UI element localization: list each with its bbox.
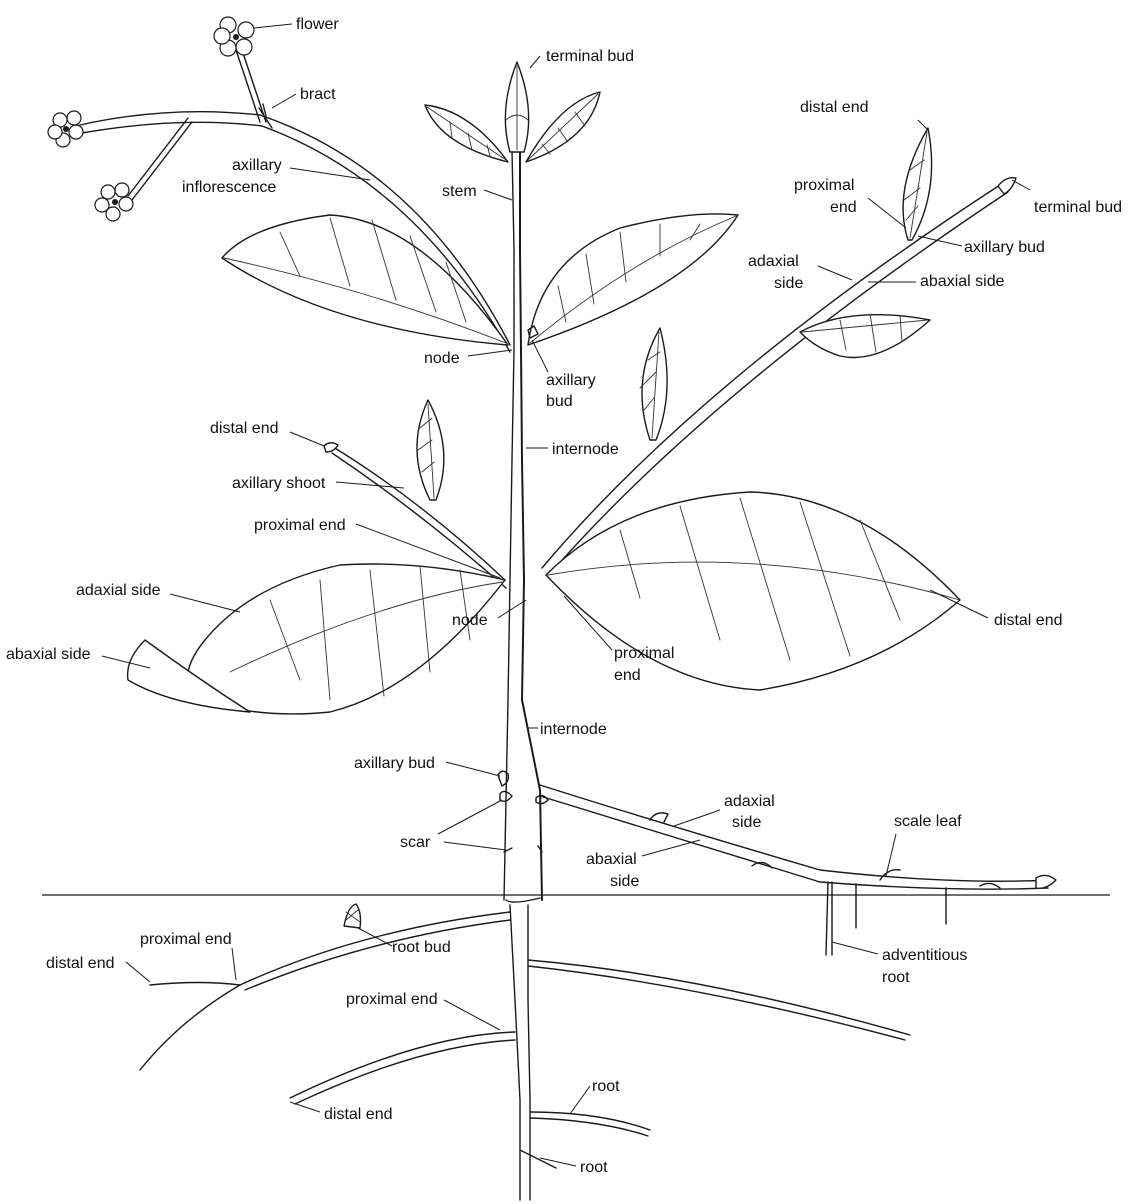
label-internode-lower: internode	[540, 721, 607, 738]
right-branch-leaf-low	[640, 328, 667, 440]
top-leaf-right	[526, 92, 600, 162]
right-branch-leaf-mid	[800, 314, 930, 358]
label-abaxial-side-rhizome-line2: side	[610, 873, 639, 890]
lower-leaf-right	[546, 492, 960, 690]
label-axillary-bud-right: axillary bud	[964, 239, 1045, 256]
label-proximal-end-right-line2: end	[830, 199, 857, 216]
label-scale-leaf: scale leaf	[894, 813, 962, 830]
terminal-bud-top	[505, 62, 528, 152]
label-axillary-inflorescence-line1: axillary	[232, 157, 282, 174]
label-root-bud: root bud	[392, 939, 451, 956]
label-adventitious-root-line1: adventitious	[882, 947, 967, 964]
label-adaxial-side-rhizome-line2: side	[732, 814, 761, 831]
label-distal-end-big-leaf: distal end	[994, 612, 1063, 629]
label-distal-end-right-branch: distal end	[800, 99, 869, 116]
flower-lower	[95, 183, 133, 221]
label-proximal-end-big-leaf-line2: end	[614, 667, 641, 684]
label-axillary-inflorescence-line2: inflorescence	[182, 179, 276, 196]
label-axillary-bud-lower: axillary bud	[354, 755, 435, 772]
label-terminal-bud-right: terminal bud	[1034, 199, 1122, 216]
label-axillary-shoot: axillary shoot	[232, 475, 326, 492]
label-root-lower: root	[580, 1159, 608, 1176]
flower-left	[48, 111, 83, 147]
label-flower: flower	[296, 16, 339, 33]
label-axillary-bud-upper-line1: axillary	[546, 372, 596, 389]
label-terminal-bud-top: terminal bud	[546, 48, 634, 65]
axillary-shoot-leaf	[417, 400, 444, 500]
label-abaxial-side-leaf: abaxial side	[6, 646, 91, 663]
label-adaxial-side-rhizome-line1: adaxial	[724, 793, 775, 810]
label-internode-upper: internode	[552, 441, 619, 458]
root-bud	[344, 904, 361, 928]
label-root-upper: root	[592, 1078, 620, 1095]
upper-leaf-right	[528, 214, 738, 345]
label-node-lower: node	[452, 612, 488, 629]
label-abaxial-side-rhizome-line1: abaxial	[586, 851, 637, 868]
upper-leaf-left	[222, 215, 508, 345]
label-proximal-end-root-left: proximal end	[140, 931, 232, 948]
label-distal-end-root-left: distal end	[46, 955, 115, 972]
right-branch-leaf-top	[903, 128, 932, 240]
label-node-upper: node	[424, 350, 460, 367]
top-leaf-left	[425, 105, 508, 162]
label-adaxial-side-right-line2: side	[774, 275, 803, 292]
label-adaxial-side-right-line1: adaxial	[748, 253, 799, 270]
label-axillary-bud-upper-line2: bud	[546, 393, 573, 410]
adventitious-roots	[826, 882, 946, 955]
root-system	[140, 905, 910, 1200]
label-scar: scar	[400, 834, 431, 851]
label-stem: stem	[442, 183, 477, 200]
label-distal-end-root-lower: distal end	[324, 1106, 393, 1123]
label-proximal-end-big-leaf-line1: proximal	[614, 645, 674, 662]
label-adaxial-side-leaf: adaxial side	[76, 582, 161, 599]
label-proximal-end-right-line1: proximal	[794, 177, 854, 194]
label-bract: bract	[300, 86, 336, 103]
label-proximal-end-root-center: proximal end	[346, 991, 438, 1008]
lower-leaf-left	[128, 564, 505, 714]
label-proximal-end-left-shoot: proximal end	[254, 517, 346, 534]
main-stem	[504, 150, 542, 902]
label-adventitious-root-line2: root	[882, 969, 910, 986]
label-distal-end-left-shoot: distal end	[210, 420, 279, 437]
flower-top	[214, 17, 254, 56]
label-abaxial-side-right: abaxial side	[920, 273, 1005, 290]
